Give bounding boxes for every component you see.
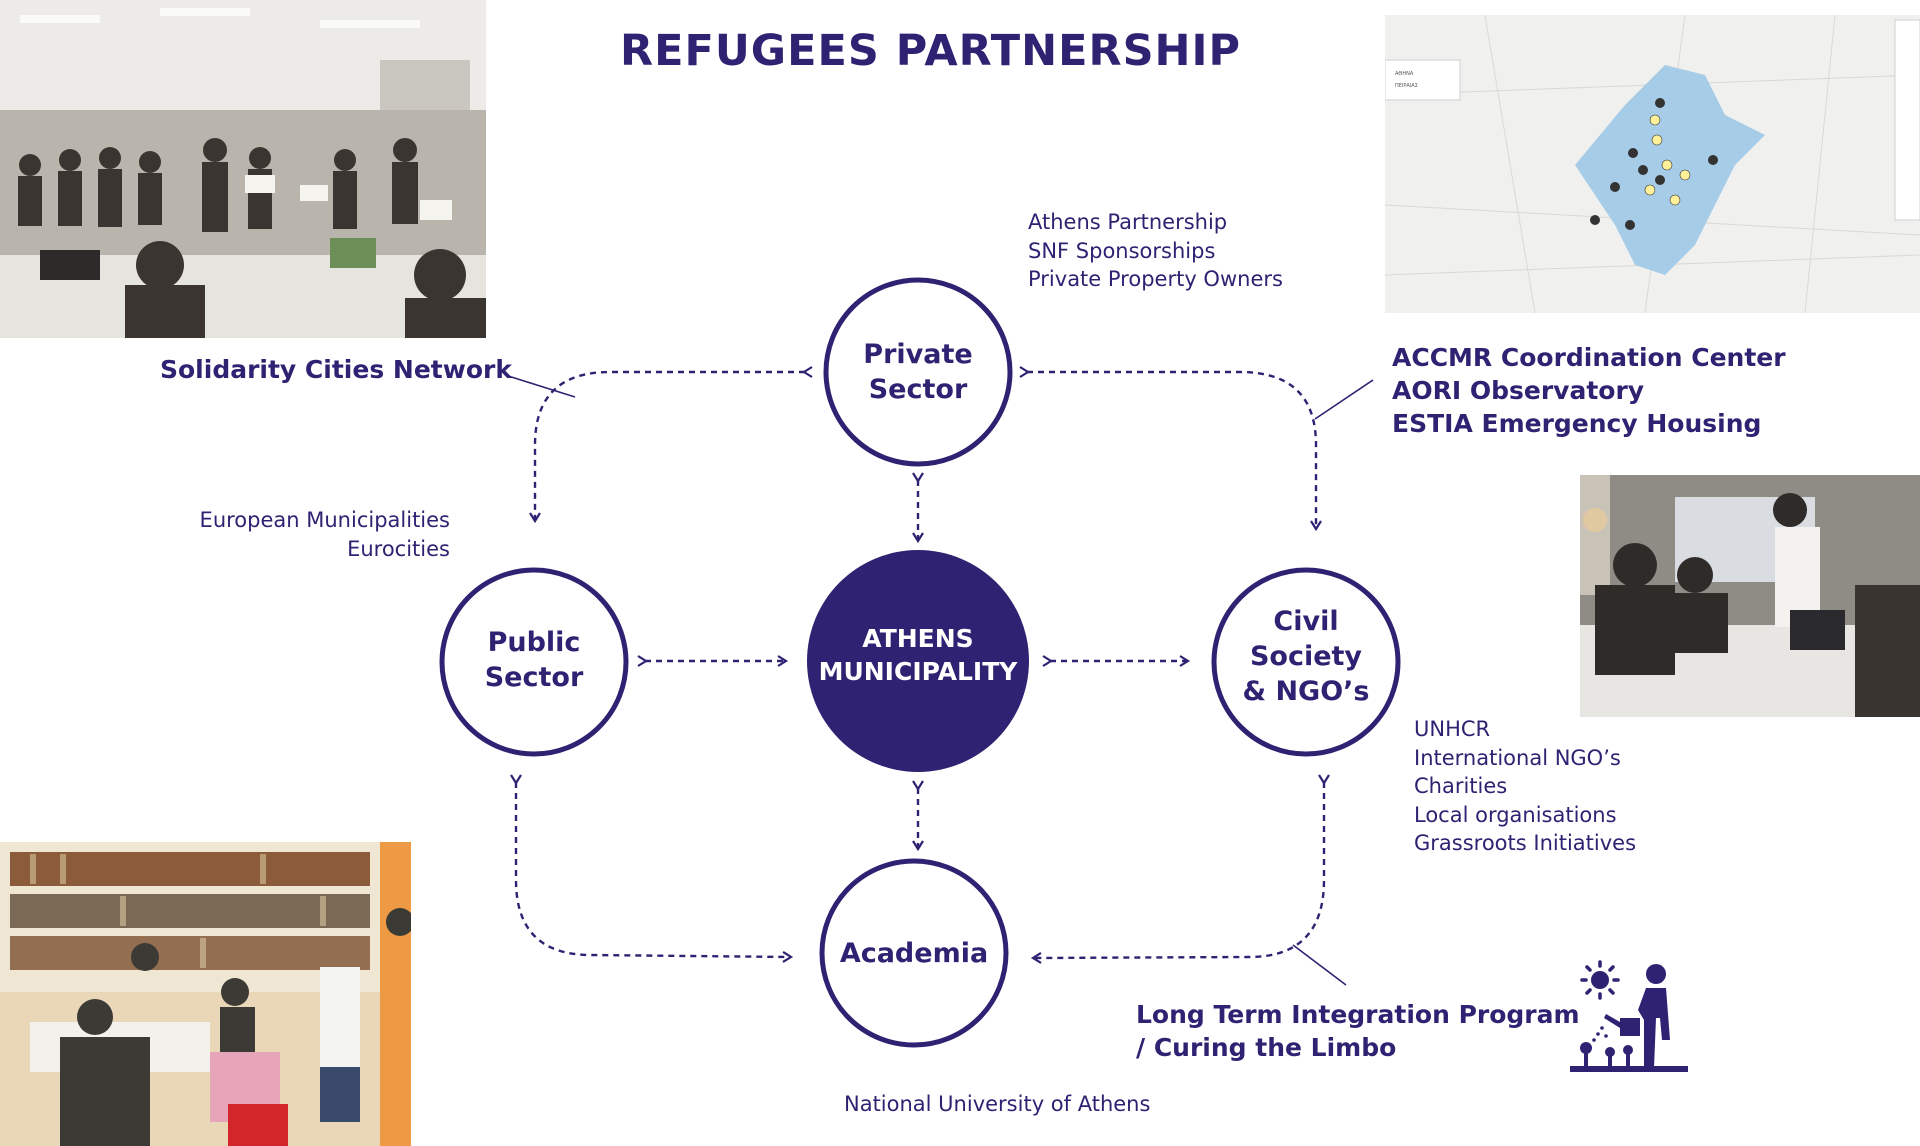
- academia-label: Academia: [814, 936, 1014, 971]
- accmr-item: ACCMR Coordination Center: [1392, 343, 1786, 372]
- civil-partner-item: Grassroots Initiatives: [1414, 831, 1637, 855]
- public-sector-line2: Sector: [484, 662, 584, 693]
- civil-partner-item: Local organisations: [1414, 802, 1617, 827]
- accmr-list: ACCMR Coordination Center AORI Observato…: [1392, 341, 1786, 440]
- civil-society-line2: Society: [1249, 641, 1363, 672]
- academia-partner: National University of Athens: [844, 1092, 1151, 1116]
- public-sector-label: Public Sector: [434, 625, 634, 695]
- solidarity-cities-label: Solidarity Cities Network: [160, 355, 512, 384]
- map-screenshot: ΑΘΗΝΑ ΠΕΙΡΑΙΑΣ: [1385, 15, 1920, 313]
- public-sector-line1: Public: [487, 627, 581, 658]
- map-legend-item: ΠΕΙΡΑΙΑΣ: [1395, 83, 1418, 89]
- gardener-flower-icon: [1568, 960, 1690, 1078]
- long-term-line2: / Curing the Limbo: [1136, 1033, 1397, 1062]
- civil-partners-list: UNHCR International NGO’s Charities Loca…: [1414, 715, 1636, 858]
- arrow-civil-academia: [1030, 774, 1330, 964]
- arrow-public-academia: [510, 774, 794, 963]
- accmr-item: ESTIA Emergency Housing: [1392, 409, 1762, 438]
- civil-partner-item: Charities: [1414, 774, 1508, 798]
- public-sector-circle: [439, 567, 629, 757]
- private-sector-circle: [823, 277, 1013, 467]
- map-legend-item: ΑΘΗΝΑ: [1395, 71, 1414, 77]
- leader-accmr: [1314, 379, 1374, 420]
- arrow-private-civil: [1019, 366, 1322, 532]
- athens-municipality-label: ATHENS MUNICIPALITY: [808, 622, 1028, 688]
- private-sector-line2: Sector: [868, 374, 968, 405]
- private-partner-item: Athens Partnership: [1028, 210, 1228, 234]
- civil-society-line1: Civil: [1273, 606, 1339, 637]
- athens-municipality-circle: [807, 550, 1029, 772]
- center-line2: MUNICIPALITY: [818, 657, 1018, 686]
- private-sector-label: Private Sector: [818, 337, 1018, 407]
- civil-society-line3: & NGO’s: [1242, 676, 1370, 707]
- public-partner-item: Eurocities: [347, 536, 450, 561]
- leader-solidarity: [504, 374, 576, 398]
- public-partner-item: European Municipalities: [199, 508, 450, 532]
- library-photo: [0, 842, 411, 1146]
- civil-partner-item: UNHCR: [1414, 717, 1491, 741]
- public-partners-list: European Municipalities Eurocities: [130, 506, 450, 563]
- civil-society-label: Civil Society & NGO’s: [1206, 604, 1406, 709]
- academia-circle: [819, 858, 1009, 1048]
- long-term-program-label: Long Term Integration Program / Curing t…: [1136, 998, 1580, 1064]
- academia-line1: Academia: [839, 938, 989, 969]
- workshop-photo: [0, 0, 486, 338]
- accmr-item: AORI Observatory: [1392, 376, 1645, 405]
- private-partner-item: Private Property Owners: [1028, 267, 1283, 291]
- long-term-line1: Long Term Integration Program: [1136, 1000, 1580, 1029]
- center-line1: ATHENS: [862, 624, 974, 653]
- page-title: REFUGEES PARTNERSHIP: [620, 26, 1242, 76]
- civil-society-circle: [1211, 567, 1401, 757]
- leader-long-term: [1292, 944, 1347, 986]
- private-sector-line1: Private: [863, 339, 973, 370]
- arrow-private-public: [529, 366, 813, 524]
- meeting-photo: [1580, 475, 1920, 717]
- private-partner-item: SNF Sponsorships: [1028, 238, 1216, 263]
- civil-partner-item: International NGO’s: [1414, 745, 1621, 770]
- private-partners-list: Athens Partnership SNF Sponsorships Priv…: [1028, 208, 1283, 294]
